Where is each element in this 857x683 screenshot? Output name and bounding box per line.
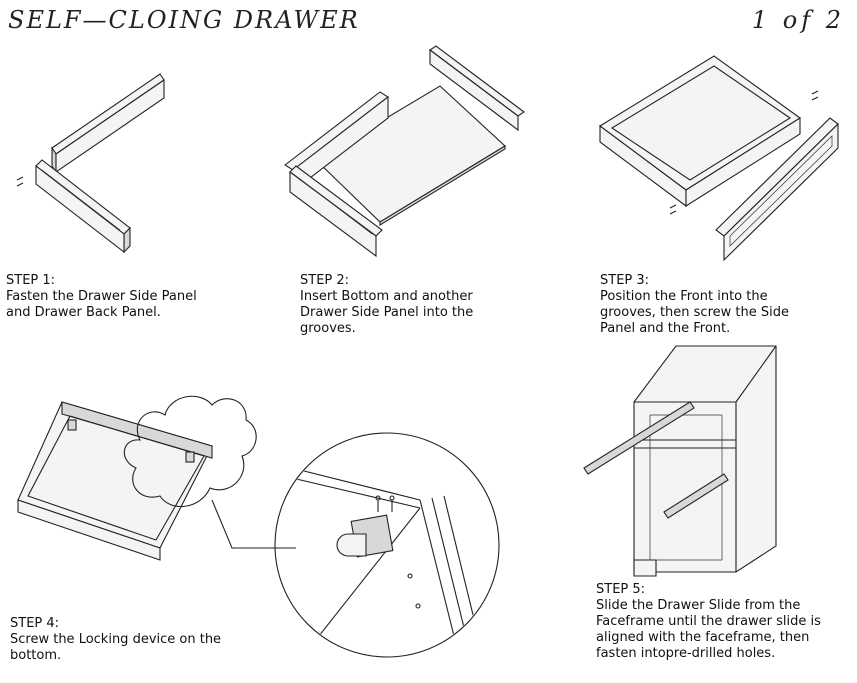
detail-magnifier [274,432,500,658]
screw-icon [669,90,819,215]
step-4: STEP 4: Screw the Locking device on the … [10,616,221,664]
step-3: STEP 3: Position the Front into the groo… [600,273,789,337]
step-3-text: Position the Front into the grooves, the… [600,289,789,336]
step-2-label: STEP 2: [300,273,350,288]
locking-device-icon [185,451,195,463]
step-2-text: Insert Bottom and another Drawer Side Pa… [300,289,474,336]
screw-icon [375,495,395,512]
step-1-label: STEP 1: [6,273,56,288]
step-2: STEP 2: Insert Bottom and another Drawer… [300,273,473,337]
screw-icon [16,176,24,187]
step-5: STEP 5: Slide the Drawer Slide from the … [596,582,821,662]
locking-device-icon [67,419,77,431]
step-1-text: Fasten the Drawer Side Panel and Drawer … [6,289,197,320]
drawer-slide-icon [583,401,729,519]
page-indicator: 1 of 2 [751,6,845,34]
step-5-text: Slide the Drawer Slide from the Facefram… [596,598,821,661]
step-3-label: STEP 3: [600,273,650,288]
callout-cloud [123,395,257,508]
step-4-text: Screw the Locking device on the bottom. [10,632,222,663]
step-1: STEP 1: Fasten the Drawer Side Panel and… [6,273,197,321]
step-4-label: STEP 4: [10,616,60,631]
step-5-label: STEP 5: [596,582,646,597]
document-title: SELF—CLOING DRAWER [8,6,360,34]
